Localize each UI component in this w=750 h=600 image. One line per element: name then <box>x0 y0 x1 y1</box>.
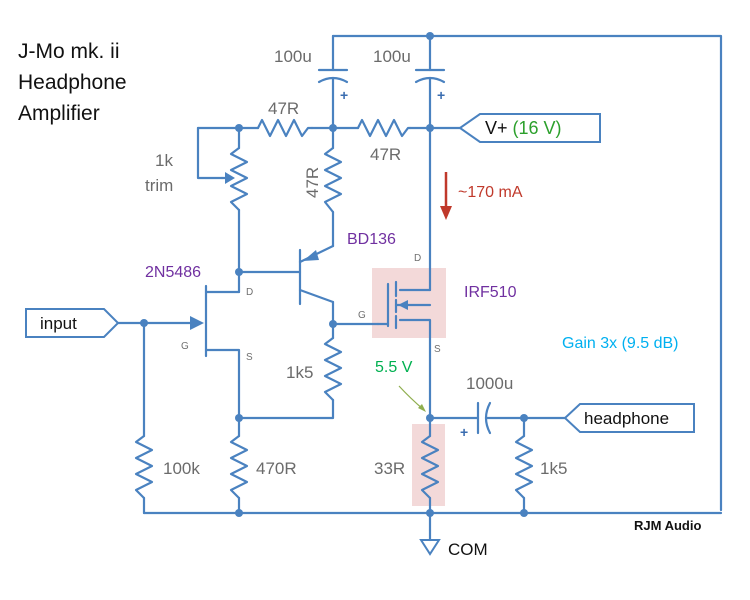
input-label: input <box>40 314 77 333</box>
mosfet-pin-d: D <box>414 253 421 264</box>
r-1k5-source-value: 1k5 <box>286 363 313 382</box>
mosfet-label: IRF510 <box>464 284 517 301</box>
r-470-value: 470R <box>256 459 297 478</box>
jfet-pin-g: G <box>181 341 189 352</box>
title-line-1: J-Mo mk. ii <box>18 40 120 63</box>
com-label: COM <box>448 540 488 559</box>
resistor-33r <box>420 434 440 500</box>
headphone-label: headphone <box>584 409 669 428</box>
c2-value: 100u <box>373 47 411 66</box>
trim-value: 1k <box>155 151 173 170</box>
jfet-symbol <box>190 284 208 358</box>
c1-value: 100u <box>274 47 312 66</box>
voltage-annotation: 5.5 V <box>375 359 413 376</box>
capacitor-c1: + <box>317 68 348 103</box>
current-annotation: ~170 mA <box>458 184 523 201</box>
svg-text:+: + <box>437 87 445 103</box>
title-line-2: Headphone <box>18 71 127 94</box>
ground-symbol <box>419 528 441 556</box>
svg-text:V+ (16 V): V+ (16 V) <box>485 118 562 138</box>
r-100k-value: 100k <box>163 459 200 478</box>
mosfet-pin-s: S <box>434 344 441 355</box>
trim-potentiometer <box>229 146 249 212</box>
resistor-1k5-source <box>323 336 343 402</box>
r-top-left-value: 47R <box>268 99 299 118</box>
c-out-value: 1000u <box>466 374 513 393</box>
mosfet-pin-g: G <box>358 310 366 321</box>
resistor-47r-top-left <box>256 118 314 138</box>
resistor-100k <box>134 434 154 500</box>
bjt-symbol <box>298 244 335 306</box>
jfet-label: 2N5486 <box>145 264 201 281</box>
title-line-3: Amplifier <box>18 102 100 125</box>
r-top-right-value: 47R <box>370 145 401 164</box>
trim-label: trim <box>145 176 173 195</box>
resistor-1k5-load <box>514 434 534 500</box>
current-arrow <box>440 172 452 220</box>
svg-text:+: + <box>340 87 348 103</box>
supply-prefix: V+ <box>485 118 513 138</box>
bjt-label: BD136 <box>347 231 396 248</box>
input-port: input <box>25 308 120 338</box>
supply-port: V+ (16 V) <box>458 113 601 143</box>
supply-value: (16 V) <box>513 118 562 138</box>
gain-annotation: Gain 3x (9.5 dB) <box>562 335 679 352</box>
r-vertical-value: 47R <box>303 167 322 198</box>
brand-label: RJM Audio <box>634 518 701 533</box>
resistor-47r-top-right <box>356 118 412 138</box>
capacitor-c2: + <box>414 68 445 103</box>
svg-text:+: + <box>460 424 468 440</box>
voltage-pointer <box>398 385 426 412</box>
capacitor-output: + <box>460 401 492 440</box>
junctions <box>140 32 528 517</box>
r-33-value: 33R <box>374 459 405 478</box>
resistor-470r <box>229 434 249 500</box>
resistor-47r-vertical <box>323 146 343 214</box>
headphone-port: headphone <box>563 403 695 433</box>
mosfet-highlight <box>372 268 446 338</box>
mosfet-symbol <box>376 280 432 330</box>
jfet-pin-s: S <box>246 352 253 363</box>
jfet-pin-d: D <box>246 287 253 298</box>
r-1k5-load-value: 1k5 <box>540 459 567 478</box>
